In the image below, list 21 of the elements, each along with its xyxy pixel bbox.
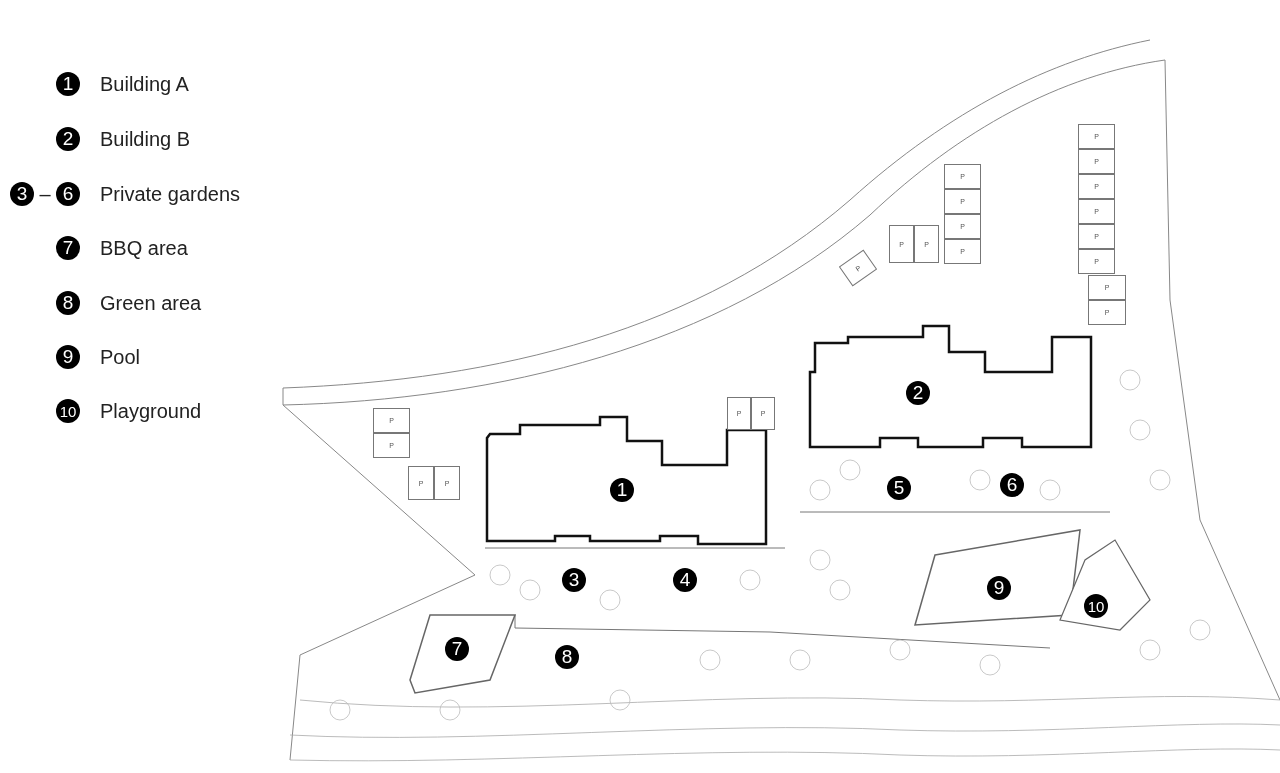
callout-number: 8 [56, 291, 80, 315]
callout-number: 5 [887, 476, 911, 500]
callout-number: 3 [10, 182, 34, 206]
legend-text: Building B [100, 127, 191, 151]
legend-text: BBQ area [100, 236, 188, 260]
legend-text: Private gardens [100, 182, 241, 206]
callout-number: 6 [56, 182, 80, 206]
legend-text: Building A [100, 72, 189, 96]
callout-number: 7 [56, 236, 80, 260]
legend-text: Green area [100, 291, 202, 315]
callout-number: 4 [673, 568, 697, 592]
callout-number: 2 [56, 127, 80, 151]
callout-number: 1 [56, 72, 80, 96]
callout-number: 8 [555, 645, 579, 669]
callout-number: 3 [562, 568, 586, 592]
callout-number: 10 [56, 399, 80, 423]
callout-number: 9 [56, 345, 80, 369]
range-dash: – [39, 182, 51, 206]
callout-number: 6 [1000, 473, 1024, 497]
legend-text: Playground [100, 399, 202, 423]
legend-text: Pool [100, 345, 141, 369]
